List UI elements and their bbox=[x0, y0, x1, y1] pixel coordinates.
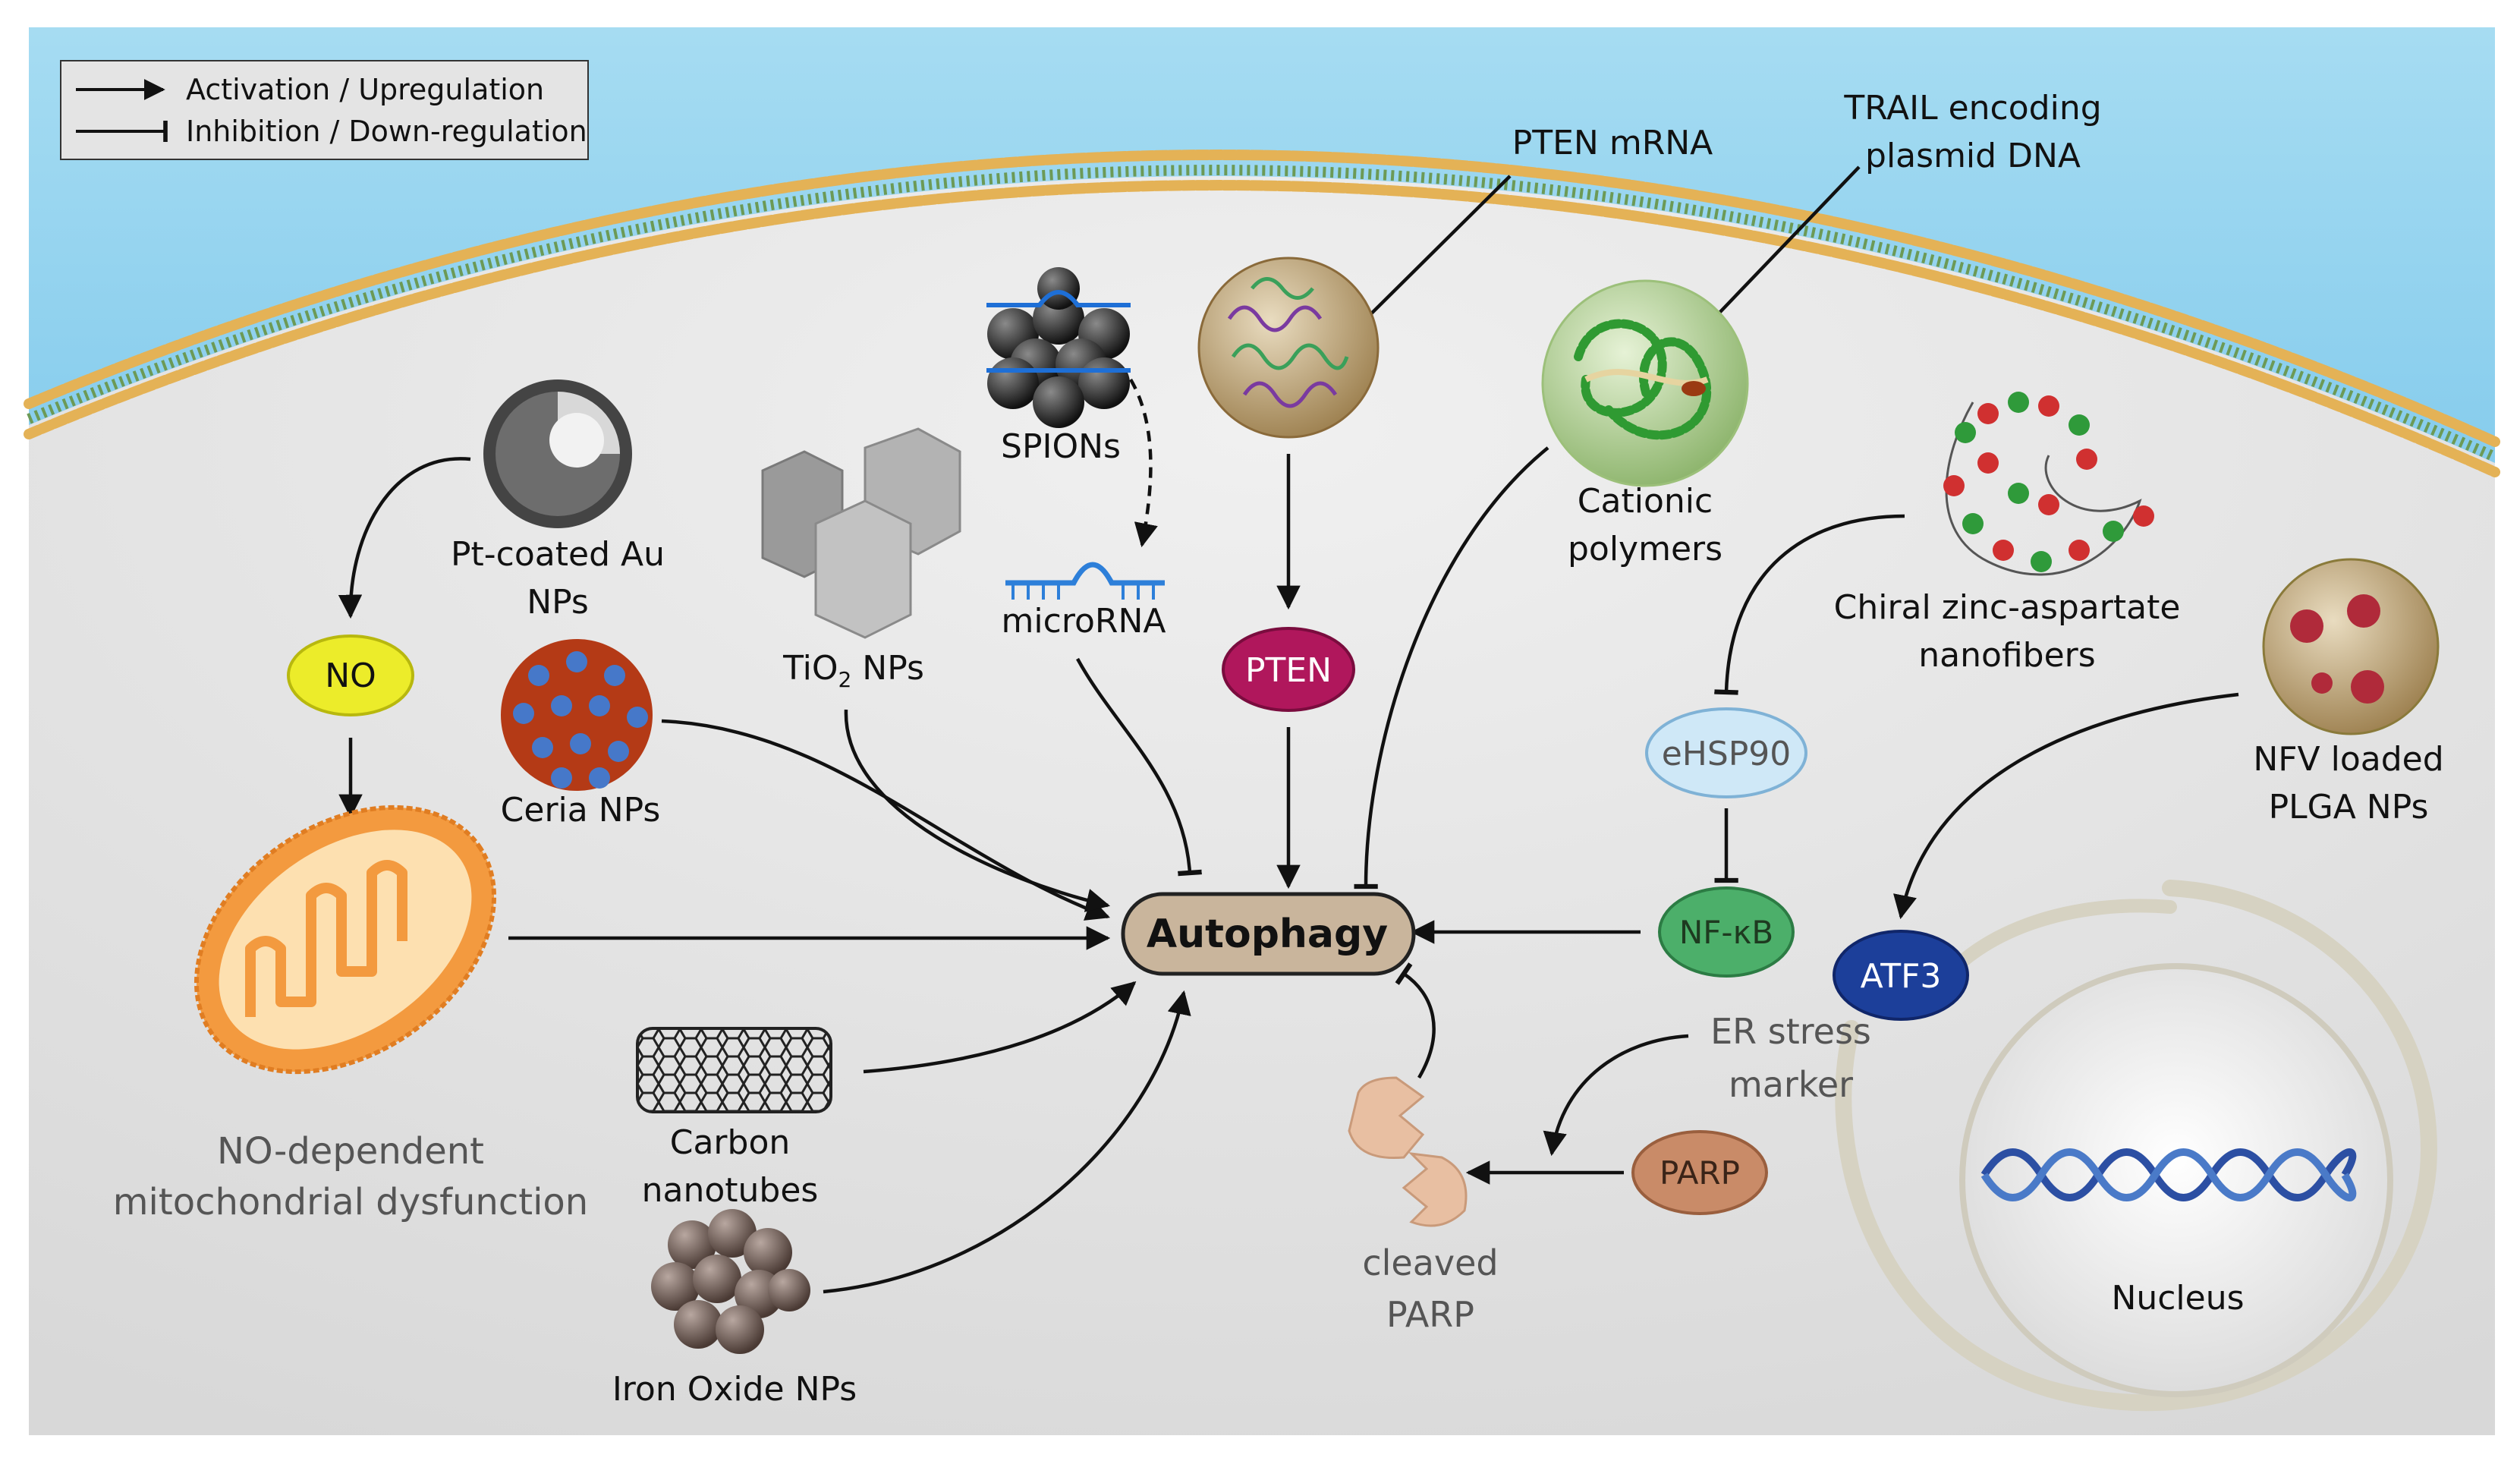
edge-er-to-cleaved-parp bbox=[1543, 1034, 1689, 1157]
edge-ptau-to-no bbox=[338, 457, 471, 619]
edge-nfv-to-atf3 bbox=[1893, 692, 2239, 920]
label-cationic-2: polymers bbox=[1568, 530, 1722, 568]
ceria-np-illustration bbox=[501, 639, 653, 791]
tio2-np-illustration bbox=[761, 427, 961, 639]
pt-coated-au-np-illustration bbox=[483, 379, 632, 528]
label-trail-2: plasmid DNA bbox=[1865, 137, 2081, 175]
node-autophagy: Autophagy bbox=[1121, 892, 1416, 976]
node-pten: PTEN bbox=[1222, 627, 1355, 712]
label-cleaved-2: PARP bbox=[1386, 1294, 1474, 1335]
microrna-illustration bbox=[1005, 562, 1165, 600]
cleaved-parp-illustration bbox=[1348, 1076, 1468, 1227]
label-nfv-1: NFV loaded bbox=[2253, 740, 2443, 779]
node-parp-label: PARP bbox=[1660, 1154, 1740, 1192]
label-pten-mrna: PTEN mRNA bbox=[1512, 124, 1713, 162]
cytoplasm bbox=[29, 176, 2495, 1435]
cell-membrane bbox=[24, 150, 2500, 477]
node-nfkb-label: NF-κB bbox=[1679, 914, 1773, 951]
label-cationic-1: Cationic bbox=[1578, 482, 1713, 521]
edge-spions-to-microrna bbox=[1129, 378, 1158, 548]
node-parp: PARP bbox=[1631, 1130, 1768, 1215]
label-microrna: microRNA bbox=[1002, 602, 1166, 641]
node-atf3: ATF3 bbox=[1833, 930, 1969, 1021]
label-ceria: Ceria NPs bbox=[501, 791, 661, 830]
label-cleaved-1: cleaved bbox=[1362, 1242, 1498, 1283]
label-pt-au-2: NPs bbox=[527, 583, 589, 622]
mitochondrion-illustration bbox=[193, 804, 497, 1075]
label-nfv-2: PLGA NPs bbox=[2269, 788, 2429, 827]
legend-inhibition: Inhibition / Down-regulation bbox=[186, 115, 587, 148]
node-no-label: NO bbox=[325, 657, 376, 695]
edge-chiral-to-ehsp90 bbox=[1714, 514, 1905, 695]
label-nucleus: Nucleus bbox=[2111, 1279, 2244, 1318]
nucleus-illustration bbox=[1835, 880, 2437, 1412]
legend: Activation / Upregulation Inhibition / D… bbox=[60, 60, 589, 160]
dna-helix bbox=[1980, 1148, 2357, 1201]
label-tio2: TiO2 NPs bbox=[782, 649, 924, 692]
label-mito-1: NO-dependent bbox=[217, 1130, 484, 1173]
label-er-1: ER stress bbox=[1710, 1011, 1871, 1052]
edge-iron-to-autophagy bbox=[823, 990, 1191, 1294]
node-no: NO bbox=[287, 634, 414, 716]
label-trail-1: TRAIL encoding bbox=[1843, 89, 2101, 128]
edge-cleaved-to-autophagy bbox=[1395, 962, 1436, 1079]
node-pten-label: PTEN bbox=[1245, 651, 1332, 690]
iron-oxide-np-illustration bbox=[651, 1209, 810, 1354]
chiral-nanofiber-illustration bbox=[1943, 392, 2154, 576]
label-iron: Iron Oxide NPs bbox=[612, 1370, 857, 1409]
node-ehsp90-label: eHSP90 bbox=[1662, 735, 1792, 773]
pten-mrna-np-illustration bbox=[1197, 257, 1380, 439]
edge-microrna-to-autophagy bbox=[1076, 657, 1202, 877]
label-chiral-2: nanofibers bbox=[1918, 636, 2095, 675]
label-pt-au-1: Pt-coated Au bbox=[451, 535, 665, 574]
label-er-2: marker bbox=[1729, 1064, 1853, 1105]
node-nfkb: NF-κB bbox=[1658, 886, 1795, 978]
label-cnt-1: Carbon bbox=[670, 1123, 791, 1162]
node-autophagy-label: Autophagy bbox=[1147, 912, 1388, 957]
spions-illustration bbox=[986, 267, 1131, 428]
node-ehsp90: eHSP90 bbox=[1645, 707, 1807, 798]
label-mito-2: mitochondrial dysfunction bbox=[113, 1181, 588, 1223]
edge-tio2-to-autophagy bbox=[844, 709, 1111, 912]
label-spions: SPIONs bbox=[1001, 427, 1121, 466]
legend-activation: Activation / Upregulation bbox=[186, 73, 544, 106]
node-atf3-label: ATF3 bbox=[1861, 957, 1942, 996]
label-cnt-2: nanotubes bbox=[642, 1171, 819, 1210]
cationic-polymer-illustration bbox=[1541, 279, 1749, 487]
edge-cationic-to-autophagy bbox=[1354, 446, 1549, 890]
edges bbox=[338, 165, 2239, 1294]
edge-cnt-to-autophagy bbox=[863, 981, 1137, 1074]
carbon-nanotube-illustration bbox=[636, 1027, 832, 1113]
nfv-plga-np-illustration bbox=[2262, 558, 2440, 735]
label-chiral-1: Chiral zinc-aspartate bbox=[1834, 588, 2181, 627]
